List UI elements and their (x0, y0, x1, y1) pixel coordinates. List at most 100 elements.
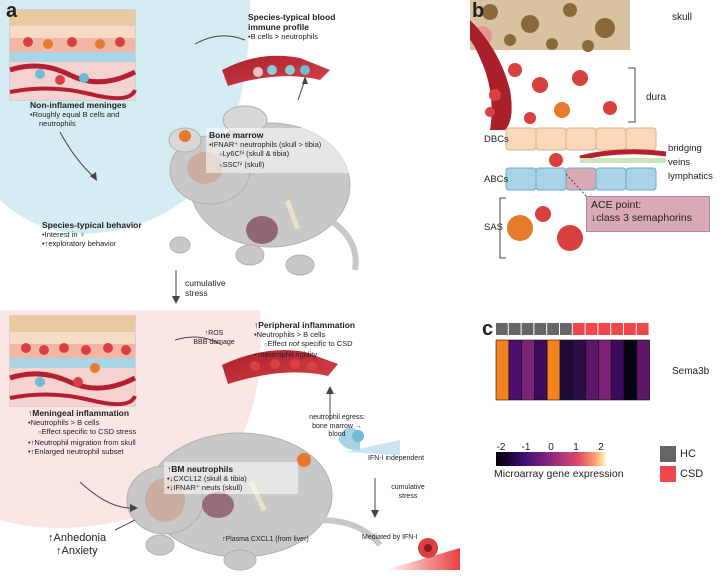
peripheral-inflammation-block: ↑Peripheral inflammation Neutrophils > B… (254, 320, 414, 359)
gene-label: Sema3b (672, 366, 710, 377)
group-cell-csd (611, 323, 623, 335)
dbcs-label: DBCs (484, 134, 509, 145)
blood-profile-item: B cells > neutrophils (248, 32, 388, 41)
behavior-block: Species-typical behavior Interest in ♀ ↑… (42, 220, 192, 248)
peripheral-item-1: Neutrophils > B cells (254, 330, 414, 339)
behavior-item-2: ↑exploratory behavior (42, 239, 192, 248)
ace-text: ACE point: ↓class 3 semaphorins (591, 199, 692, 225)
sas-label: SAS (484, 222, 504, 233)
colorbar-tick-label: 1 (573, 442, 579, 453)
legend-label-csd: CSD (680, 468, 704, 480)
group-cell-csd (572, 323, 585, 335)
liver-bottom (202, 492, 234, 518)
egress-line-1: neutrophil egress: (309, 414, 365, 421)
ace-line-1: ACE point: (591, 199, 642, 211)
egress-line-3: blood (328, 431, 346, 438)
tibia-top (284, 199, 300, 230)
skull-label: skull (672, 12, 693, 23)
meninges-illustration-top (9, 9, 137, 101)
legend-label-hc: HC (680, 448, 696, 460)
colorbar-tick-label: 2 (598, 442, 604, 453)
meninges-item-1: Roughly equal B cells and (30, 110, 180, 119)
heatmap-cell (508, 339, 522, 401)
heatmap-cell (598, 339, 612, 401)
cumulative-stress-label: cumulative stress (185, 278, 226, 298)
ros-block: ↑ROS BBB damage (186, 330, 242, 347)
anhedonia-anxiety-block: ↑Anhedonia ↑Anxiety (48, 532, 106, 558)
heatmap-cell (546, 339, 561, 401)
peripheral-title: ↑Peripheral inflammation (254, 320, 356, 330)
heatmap-cell (636, 339, 650, 401)
ros-line-1: ↑ROS (204, 330, 224, 337)
bone-marrow-item-1: IFNAR⁺ neutrophils (skull > tibia) (209, 140, 369, 149)
group-bar (496, 323, 649, 335)
group-cell-hc (508, 323, 521, 335)
colorbar (496, 452, 606, 466)
peripheral-sub-1b: not (288, 339, 300, 348)
heatmap-cell (585, 339, 599, 401)
bm-item-1: ↓CXCL12 (skull & tibia) (167, 474, 295, 483)
dura-label: dura (646, 92, 667, 103)
cumulative-stress-l1: cumulative (185, 278, 226, 288)
legend: HC CSD (660, 446, 703, 482)
legend-swatch-csd (660, 466, 676, 482)
heatmap-cell (559, 339, 574, 401)
group-cell-hc (534, 323, 547, 335)
bm-neutrophils-block: ↑BM neutrophils ↓CXCL12 (skull & tibia) … (164, 462, 298, 494)
cum-stress-2-l2: stress (398, 492, 418, 500)
colorbar-tick-label: 0 (548, 442, 554, 453)
arrow-ros (174, 336, 223, 346)
legend-item-csd: CSD (660, 466, 703, 482)
group-cell-hc (547, 323, 559, 335)
ace-line-2: ↓class 3 semaphorins (591, 212, 692, 224)
meninges-illustration-bottom (9, 315, 137, 407)
neutrophil-icon-orange (297, 453, 311, 467)
blood-vessel-top (222, 55, 330, 86)
peripheral-sub-1a: Effect (267, 339, 289, 348)
peripheral-item-2: ↑neutrophil rigidity (254, 350, 414, 359)
heatmap-cell (495, 339, 510, 401)
heatmap-cell (623, 339, 638, 401)
legend-swatch-hc (660, 446, 676, 462)
heatmap-cell (572, 339, 586, 401)
bridging-veins-label: bridging veins (668, 143, 702, 168)
bone-marrow-title: Bone marrow (209, 130, 264, 140)
meningeal-sub-1: Effect specific to CSD stress (28, 427, 188, 438)
bm-item-2: ↓IFNAR⁺ neuts (skull) (167, 483, 295, 492)
colorbar-title: Microarray gene expression (494, 468, 624, 480)
lymphatics-label: lymphatics (668, 171, 713, 182)
egress-block: neutrophil egress: bone marrow → blood (300, 414, 374, 440)
meningeal-inflammation-block: ↑Meningeal inflammation Neutrophils > B … (28, 408, 188, 456)
blood-profile-title-1: Species-typical blood (248, 12, 336, 22)
liver-top (246, 216, 278, 244)
meninges-title: Non-inflamed meninges (30, 100, 127, 110)
ifn-independent-icon (338, 427, 400, 455)
colorbar-tick-label: -1 (522, 442, 531, 453)
marrow-neutrophil-top (179, 130, 191, 142)
meningeal-item-3: ↑Enlarged neutrophil subset (28, 447, 188, 456)
peripheral-sub-1c: specific to CSD (299, 339, 353, 348)
blood-profile-block: Species-typical blood immune profile B c… (248, 12, 388, 41)
colorbar-tick-label: -2 (497, 442, 506, 453)
group-cell-csd (636, 323, 649, 335)
bone-marrow-sub-1: Ly6Cʰⁱ (skull & tibia) (209, 149, 369, 160)
meninges-block: Non-inflamed meninges Roughly equal B ce… (30, 100, 180, 128)
panel-b-illustration (470, 0, 667, 259)
anhedonia-label: ↑Anhedonia (48, 532, 107, 544)
bone-marrow-sub-2: SSCʰⁱ (skull) (209, 160, 369, 171)
heatmap-cell (610, 339, 625, 401)
meningeal-title: ↑Meningeal inflammation (28, 408, 130, 418)
group-cell-hc (521, 323, 534, 335)
ifn-mediated-icon (385, 538, 460, 570)
abcs-label: ABCs (484, 174, 509, 185)
colorbar-ticks: -2 -1 0 1 2 (497, 442, 605, 453)
arrow-to-behavior (114, 519, 136, 531)
arrow-meninges-to-blood (194, 35, 246, 45)
panel-letter-a: a (6, 0, 18, 22)
bm-neutrophils-title: ↑BM neutrophils (167, 464, 234, 474)
ros-line-2: BBB damage (193, 338, 235, 346)
behavior-item-1: Interest in ♀ (42, 230, 192, 239)
panel-letter-c: c (482, 318, 494, 340)
heatmap-cell (534, 339, 548, 401)
meningeal-item-1: Neutrophils > B cells (28, 418, 188, 427)
